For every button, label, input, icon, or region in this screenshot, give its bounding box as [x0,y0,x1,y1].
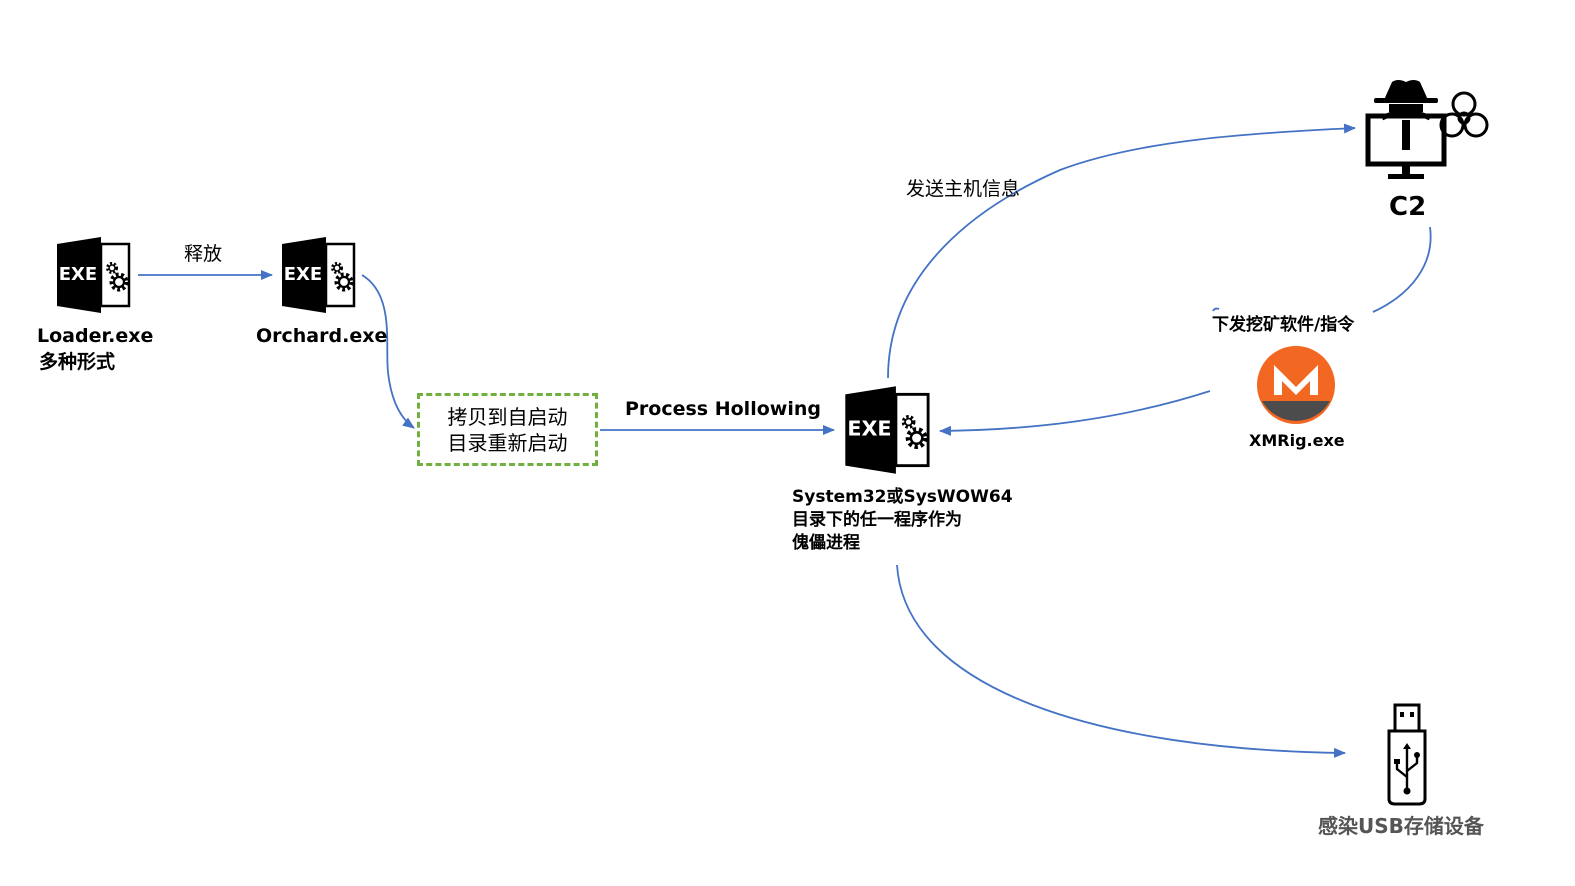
svg-text:EXE: EXE [847,417,891,441]
edge-label-release: 释放 [184,243,223,265]
edge-orchard-to-copy [361,274,415,429]
edge-c2-down-tick [1212,307,1220,312]
copy-step-line2: 目录重新启动 [447,430,568,455]
usb-drive-icon [1387,703,1427,806]
edge-send-host-info [887,123,1356,379]
svg-text:EXE: EXE [284,264,322,285]
node-label-orchard: Orchard.exe [256,325,388,347]
edge-label-send-host-info: 发送主机信息 [906,178,1021,200]
svg-text:EXE: EXE [59,264,97,285]
edge-c2-down [1372,226,1432,313]
node-label-puppet-line2: 目录下的任一程序作为 [792,510,962,530]
copy-step-line1: 拷贝到自启动 [447,404,568,429]
monero-logo-icon [1257,346,1335,424]
node-sublabel-loader: 多种形式 [39,351,116,373]
edge-label-deliver-miner: 下发挖矿软件/指令 [1212,315,1355,335]
exe-file-icon: EXE [845,386,930,474]
copy-autostart-box: 拷贝到自启动 目录重新启动 [417,393,598,466]
node-label-xmrig: XMRig.exe [1249,431,1345,450]
edge-infect-usb [896,564,1346,758]
node-label-loader: Loader.exe [37,325,154,347]
exe-file-icon: EXE [282,237,356,313]
exe-file-icon: EXE [57,237,131,313]
node-label-puppet-line1: System32或SysWOW64 [792,487,1013,507]
node-label-c2: C2 [1389,192,1427,222]
node-label-usb: 感染USB存储设备 [1318,814,1484,838]
node-label-puppet-line3: 傀儡进程 [792,533,860,553]
edge-deliver-miner [939,390,1211,436]
hacker-computer-icon [1365,80,1489,179]
edge-label-process-hollowing: Process Hollowing [625,398,821,420]
